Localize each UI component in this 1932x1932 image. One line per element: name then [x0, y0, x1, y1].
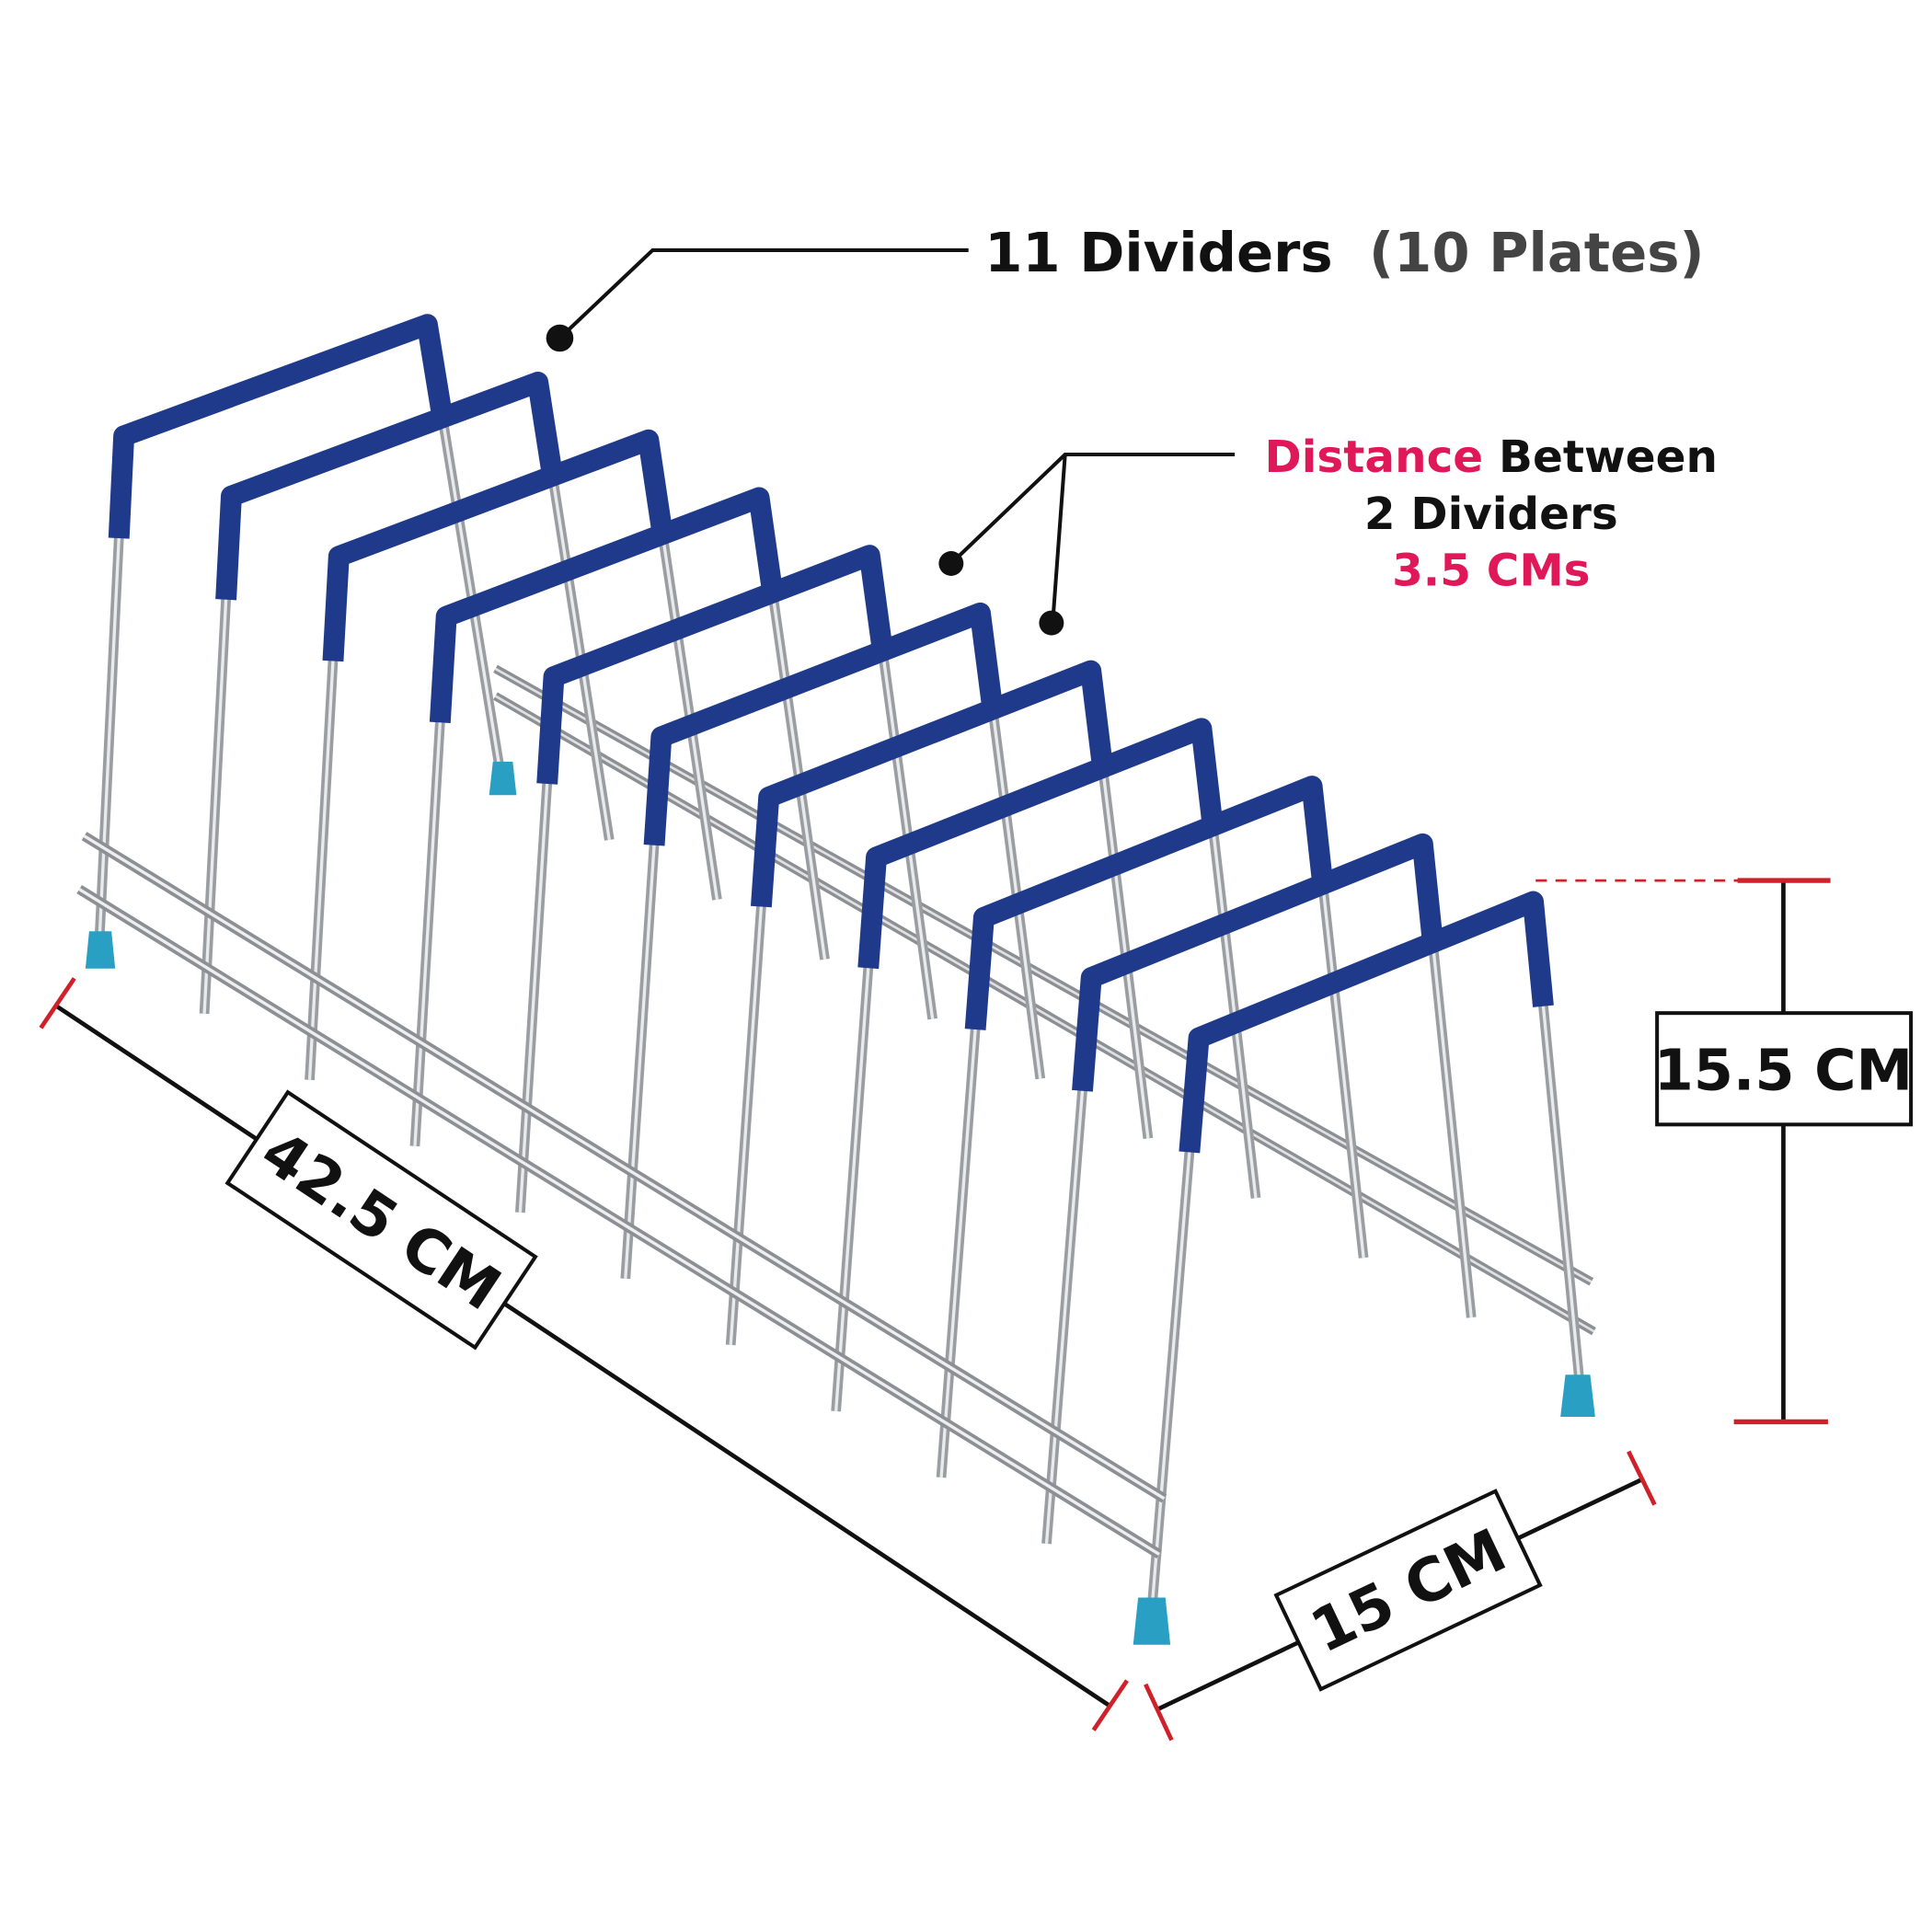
foot [1560, 1374, 1595, 1417]
foot [85, 931, 116, 969]
distance-callout: Distance Between 2 Dividers 3.5 CMs [938, 431, 1718, 636]
between-word: Between [1483, 431, 1718, 483]
divider [620, 602, 1046, 1280]
distance-value: 3.5 CMs [1392, 546, 1590, 597]
foot [489, 761, 517, 796]
two-dividers-text: 2 Dividers [1364, 489, 1618, 540]
width-dimension: 15 CM [1144, 1450, 1657, 1742]
divider [305, 429, 722, 1081]
dividers [94, 314, 1584, 1611]
divider-coating [1072, 833, 1444, 1092]
callout-dot [938, 551, 964, 576]
callout-dot [546, 324, 574, 352]
divider-coating [536, 545, 894, 785]
callout-dot [1039, 610, 1064, 636]
length-dimension: 42.5 CM [39, 977, 1129, 1731]
divider-coating [1179, 891, 1554, 1154]
divider [831, 718, 1261, 1412]
divider-coating [750, 660, 1114, 908]
height-dimension: 15.5 CM [1535, 878, 1914, 1425]
foot [1133, 1597, 1171, 1645]
divider [1146, 891, 1584, 1611]
back-rails [493, 664, 1596, 1336]
divider-coating [857, 718, 1225, 970]
svg-text:Distance Between: Distance Between [1265, 431, 1718, 483]
divider [94, 314, 507, 949]
divider [199, 371, 615, 1015]
divider-coating [964, 776, 1334, 1030]
rubber-feet [85, 761, 1595, 1645]
divider-coating [108, 314, 454, 539]
title-plates: (10 Plates) [1369, 221, 1705, 284]
svg-text:11 Dividers (10 Plates): 11 Dividers (10 Plates) [984, 221, 1704, 284]
dividers-callout: 11 Dividers (10 Plates) [546, 221, 1705, 352]
divider-coating [215, 371, 565, 601]
divider-coating [429, 487, 785, 723]
title-dividers: 11 Dividers [984, 221, 1332, 284]
divider [515, 545, 937, 1213]
plate-rack [76, 314, 1596, 1645]
divider [936, 776, 1369, 1478]
divider [409, 487, 830, 1147]
divider [1041, 833, 1477, 1545]
height-label: 15.5 CM [1654, 1038, 1913, 1104]
divider-coating [643, 602, 1005, 846]
divider [725, 660, 1154, 1346]
distance-word: Distance [1265, 431, 1484, 483]
front-rails [76, 832, 1167, 1559]
divider-coating [322, 429, 674, 662]
